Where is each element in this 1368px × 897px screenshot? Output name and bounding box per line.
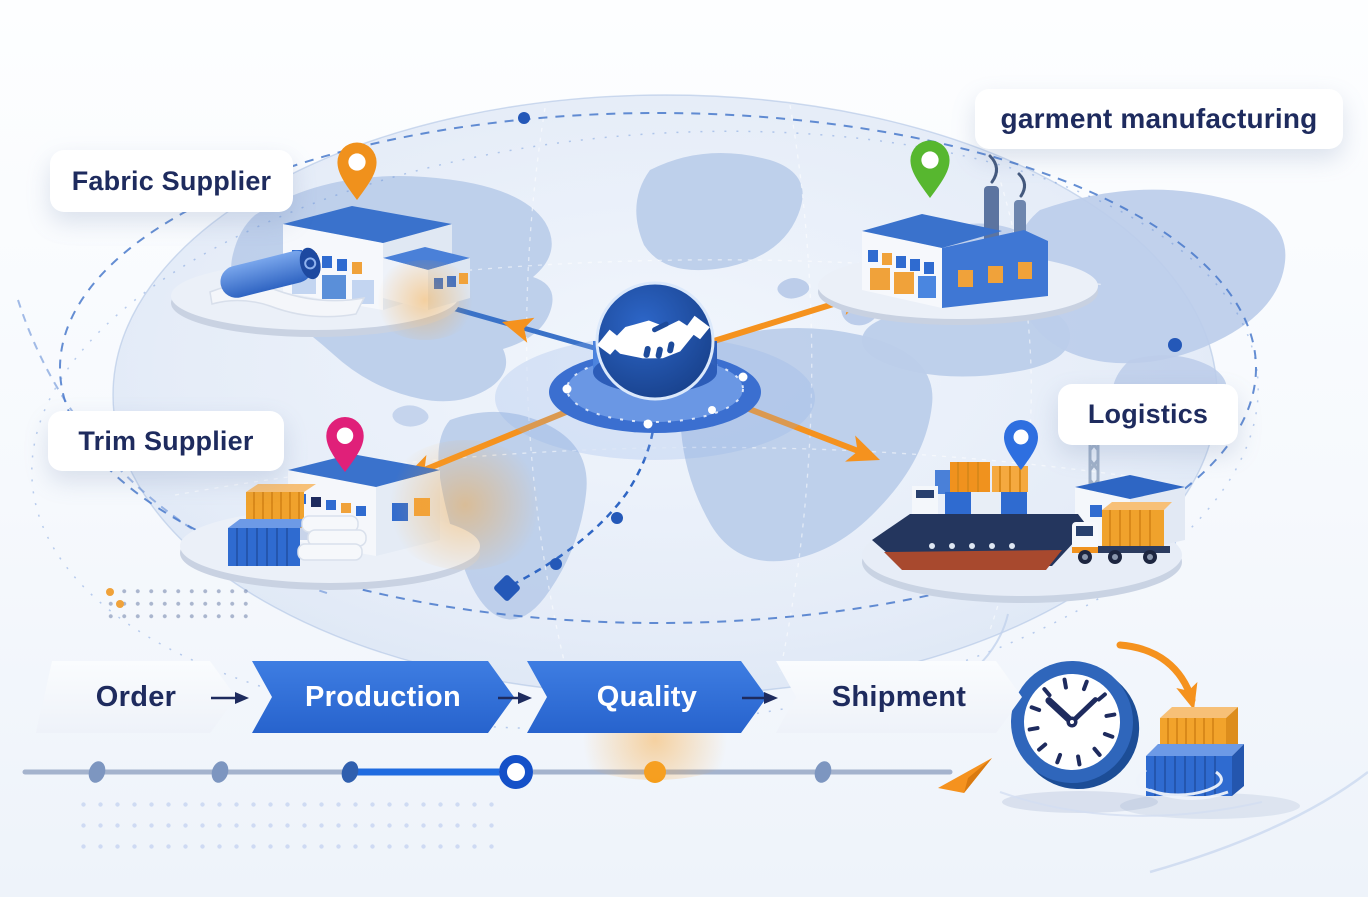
paper-plane-icon (938, 758, 992, 793)
orbit-dot (518, 112, 530, 124)
garment-manufacturing-label: garment manufacturing (975, 89, 1343, 149)
dot-decoration (106, 588, 114, 596)
trim-supplier-label: Trim Supplier (48, 411, 284, 471)
decorative-arcs (981, 613, 1368, 874)
process-step-production: Production (252, 661, 514, 733)
process-step-quality: Quality (527, 661, 767, 733)
clock-icon (1011, 661, 1140, 790)
dot-decoration (116, 600, 124, 608)
process-step-order: Order (36, 661, 236, 733)
trim-supplier-illustration (180, 454, 480, 590)
handshake-icon (597, 315, 710, 359)
container-icon (228, 484, 316, 566)
timeline (22, 755, 992, 793)
step-arrow-icon (498, 692, 532, 704)
timeline-dot (341, 761, 359, 783)
container-icon (1136, 707, 1244, 800)
center-hub (495, 281, 815, 460)
location-pin-icon (910, 140, 950, 198)
fabric-roll-icon (220, 247, 321, 298)
process-step-shipment: Shipment (776, 661, 1022, 733)
truck-icon (1072, 502, 1172, 564)
location-pin-icon (326, 417, 364, 472)
fabric-stack-icon (297, 515, 367, 561)
orbit-paths (17, 112, 1259, 730)
arrow-icon (502, 317, 535, 343)
curved-arrow-icon (1116, 641, 1196, 704)
dot-grid-decoration (75, 794, 505, 856)
timeline-dot (88, 761, 106, 783)
strap-rope (1136, 768, 1229, 800)
cargo-ship-icon (872, 462, 1088, 570)
location-pins (326, 140, 1038, 472)
arrow-icon (845, 435, 880, 462)
fabric-supplier-illustration (171, 206, 470, 337)
dot-grid-decoration (104, 585, 252, 625)
location-pin-icon (1004, 420, 1038, 470)
orbit-dot (611, 512, 623, 524)
step-arrow-icon (742, 692, 778, 704)
orbit-dot (550, 558, 562, 570)
timeline-dot (211, 761, 229, 783)
timeline-dot (644, 761, 666, 783)
logistics-label: Logistics (1058, 384, 1238, 445)
timeline-dot (814, 761, 832, 783)
logistics-illustration (862, 428, 1185, 603)
step-arrow-icon (211, 692, 249, 704)
orbit-diamond-marker (494, 575, 520, 601)
fabric-supplier-label: Fabric Supplier (50, 150, 293, 212)
location-pin-icon (337, 142, 377, 200)
orbit-dot (1168, 338, 1182, 352)
garment-manufacturing-illustration (818, 154, 1098, 325)
window-icon (868, 250, 936, 298)
clock-and-containers (1002, 641, 1300, 819)
